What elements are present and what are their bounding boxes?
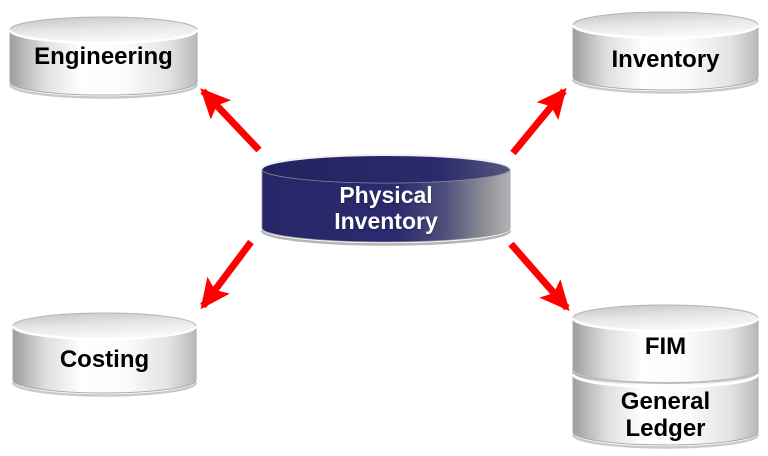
cylinder-fim-general-ledger xyxy=(571,304,760,449)
engineering-label: Engineering xyxy=(34,43,173,70)
inventory-label: Inventory xyxy=(611,46,720,73)
cylinder-shadow xyxy=(8,84,199,99)
cylinder-shadow xyxy=(571,79,760,94)
cylinder-shadow xyxy=(260,230,512,246)
cylinder-rim-highlight xyxy=(571,317,760,333)
arrow-to-engineering xyxy=(200,88,262,153)
cylinder-rim-highlight xyxy=(11,325,198,341)
cylinder-shadow xyxy=(11,382,198,397)
cylinder-inventory xyxy=(571,11,760,94)
cylinder-physical-inventory xyxy=(260,154,512,246)
arrow-to-costing xyxy=(200,239,254,310)
cylinder-rim-highlight xyxy=(261,154,511,170)
costing-label: Costing xyxy=(59,346,150,373)
cylinder-shadow xyxy=(571,434,760,449)
general-ledger-label-line1: General xyxy=(620,388,711,415)
cylinder-rim-highlight xyxy=(8,29,199,45)
cylinder-section-divider-highlight xyxy=(571,373,760,389)
arrow-to-fim-general-ledger xyxy=(508,241,570,312)
physical-inventory-label-line1: Physical xyxy=(339,182,433,208)
cylinder-section-divider xyxy=(572,369,759,384)
arrow-to-inventory xyxy=(510,87,567,156)
general-ledger-label-line2: Ledger xyxy=(625,415,706,442)
cylinder-rim-highlight xyxy=(571,24,760,40)
physical-inventory-label-line2: Inventory xyxy=(334,208,438,234)
cylinder-costing xyxy=(11,312,198,397)
general-ledger-label: General Ledger xyxy=(573,388,758,442)
fim-label: FIM xyxy=(644,333,687,360)
cylinder-engineering xyxy=(8,16,199,99)
physical-inventory-label: Physical Inventory xyxy=(262,182,510,234)
